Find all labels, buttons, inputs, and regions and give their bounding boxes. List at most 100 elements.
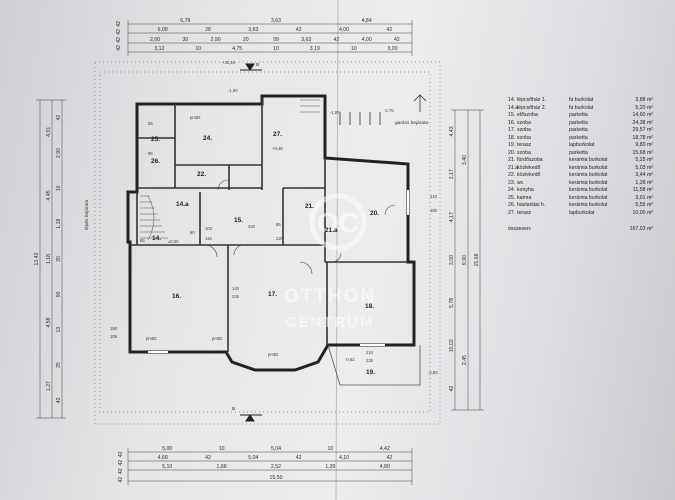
dimension-label: 30 [182,37,188,43]
level-minus-160: -1,60 [228,88,238,93]
dimension-label: 42 [449,386,455,392]
legend-floor-type: kerámia burkolat [569,172,608,178]
material-code: pm82 [212,336,223,341]
dimension-label: 20 [243,37,249,43]
dimension-label: 42 [118,451,124,457]
dimension-label: 4,75 [232,46,242,52]
dimension-label: 9,90 [462,255,468,265]
stairs [140,99,320,241]
dimension-label: 4,10 [339,455,349,461]
dimension-label: 42 [394,37,400,43]
room-label: 24. [203,135,212,142]
right-dim-mid: 3,409,902,45 [462,155,468,365]
material-code: pm82 [190,115,201,120]
dimension-label: 42 [116,29,122,35]
dimension-label: 42 [205,455,211,461]
legend-room-area: 3,44 m² [635,172,653,178]
legend-room-name: szoba [517,149,531,156]
bottom-dimension-lines [127,448,413,485]
legend-room-number: 25. [508,194,516,201]
dimension-label: 90 [56,291,62,297]
dimension-label: 4,45 [46,190,52,200]
dimension-label: 4,84 [362,18,372,24]
legend-floor-type: kerámia burkolat [569,187,608,193]
legend-floor-type: lapburkolat [569,142,595,148]
left-dimension-lines [36,99,66,419]
legend-room-area: 9,80 m² [635,142,653,148]
legend-room-area: 5,20 m² [635,104,653,111]
dimension-label: 42 [118,468,124,474]
inner-dimension-label: 65 [140,238,145,243]
legend-floor-type: lapburkolat [569,209,595,216]
dimension-label: 1,27 [46,381,52,391]
dimension-label: 4,42 [380,446,390,452]
left-dim-outer: 13,42 [34,252,40,265]
right-dimension-lines [451,109,484,411]
legend-room-number: 23. [508,179,516,186]
dimension-label: 3,12 [154,46,164,52]
dimension-label: 10 [328,446,334,452]
inner-dimension-label: 210 [430,194,438,199]
legend-room-area: 5,55 m² [635,202,653,208]
dimension-label: 10 [219,446,225,452]
dimension-label: 2,45 [462,355,468,365]
legend-room-area: 15,68 m² [632,149,653,156]
legend-room-area: 29,57 m² [632,127,653,133]
dimension-label: 42 [296,27,302,33]
legend-room-area: 11,58 m² [632,187,653,193]
watermark: OC OTTHON CENTRUM [284,193,374,331]
dimension-label: 5,10 [162,464,172,470]
dimension-label: 4,68 [158,455,168,461]
dimension-label: 1,18 [56,219,62,229]
legend-floor-type: parketta [569,127,588,133]
main-entrance-label: lépés bejárata [84,200,90,230]
dimension-label: 3,19 [310,46,320,52]
dimension-label: 10 [195,46,201,52]
level-minus-062: -0,62 [345,357,355,362]
level-minus-275-top: -2,75 [384,108,394,113]
dimension-label: 3,63 [271,18,281,24]
legend-floor-type: parketta [569,134,588,141]
left-dim-mid: 4,014,451,184,581,27 [46,127,52,392]
legend-room-name: terasz [517,209,532,216]
material-code: pm82 [146,336,157,341]
dimension-label: 99 [273,37,279,43]
legend-room-area: 3,01 m² [635,194,653,201]
legend-floor-type: kerámia burkolat [569,157,608,163]
terrace-outline [327,344,421,386]
dimension-label: 42 [116,45,122,51]
legend-room-area: 5,03 m² [635,164,653,171]
room-label: 14.a [176,201,189,208]
garage-entrance-label: garázs bejárata [395,120,428,126]
legend-room-name: előszoba [517,112,538,118]
site-boundary [94,61,441,425]
dimension-label: 10 [351,46,357,52]
dimension-label: 15,50 [270,475,283,481]
legend-room-name: szoba [517,127,531,133]
legend-room-name: lépcsőház 1. [517,97,547,103]
garage-arrow [339,94,427,125]
dimension-label: 2,52 [271,464,281,470]
legend-floor-type: fa burkolat [569,97,594,103]
interior-walls [130,98,408,352]
legend-room-number: 14. [508,97,516,103]
room-label: 21. [305,203,314,210]
room-label: 21.a [325,227,338,234]
section-lines [240,63,262,422]
legend-room-name: háztartási h. [517,202,546,208]
legend-room-name: kamra [517,194,532,201]
legend-room-name: fürdőszoba [517,157,543,163]
legend-room-number: 19. [508,142,516,148]
